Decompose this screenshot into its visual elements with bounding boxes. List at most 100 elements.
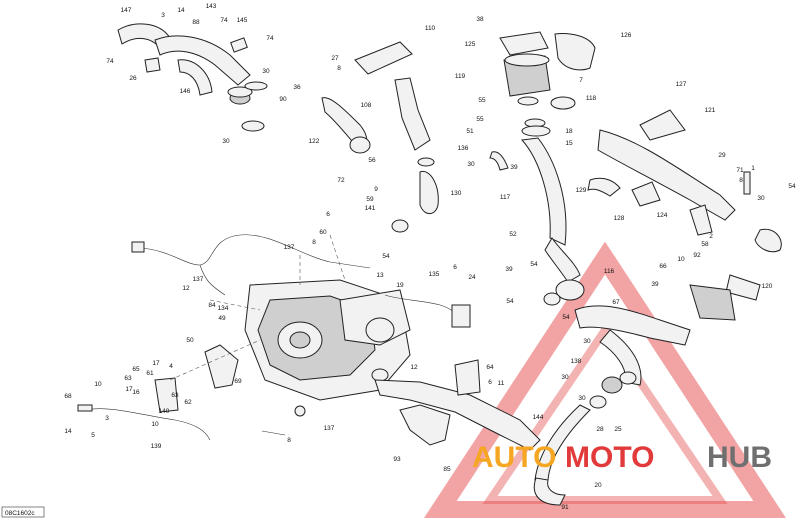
part-callout-116: 116 [604,268,615,275]
part-callout-119: 119 [455,73,466,80]
intake-duct-group [117,23,268,132]
part-callout-146: 146 [180,88,191,95]
watermark-text: AUTO MOTO HUB [472,441,772,474]
part-callout-59: 59 [366,196,374,203]
part-callout-17: 17 [152,360,160,367]
part-callout-64: 64 [486,364,494,371]
part-callout-8: 8 [739,177,743,184]
part-callout-29: 29 [718,152,726,159]
part-callout-39: 39 [651,281,659,288]
part-callout-30: 30 [561,374,569,381]
part-callout-6: 6 [326,211,330,218]
part-callout-136: 136 [458,145,469,152]
part-callout-28: 28 [596,426,604,433]
left-bracket-group [77,344,306,441]
part-callout-63: 63 [124,375,132,382]
part-callout-127: 127 [676,81,687,88]
air-filter-group [489,31,596,306]
part-callout-36: 36 [293,84,301,91]
part-callout-49: 49 [218,315,226,322]
part-callout-38: 38 [476,16,484,23]
reference-code-box: 08C1602c [1,506,45,518]
part-callout-121: 121 [705,107,716,114]
part-callout-74: 74 [220,17,228,24]
part-callout-72: 72 [337,177,345,184]
part-callout-110: 110 [425,25,436,32]
part-callout-139: 139 [151,443,162,450]
exhaust-manifold-group [587,109,782,321]
part-callout-54: 54 [382,253,390,260]
part-callout-144: 144 [533,414,544,421]
part-callout-10: 10 [151,421,159,428]
part-callout-137: 137 [284,244,295,251]
part-callout-60: 60 [319,229,327,236]
watermark-brand-moto: MOTO [565,441,654,474]
part-callout-12: 12 [182,285,190,292]
part-callout-108: 108 [361,102,372,109]
part-callout-54: 54 [562,314,570,321]
part-callout-129: 129 [576,187,587,194]
part-callout-17: 17 [125,386,133,393]
wire-harness [131,234,471,328]
part-callout-134: 134 [218,305,229,312]
part-callout-88: 88 [192,19,200,26]
part-callout-137: 137 [324,425,335,432]
part-callout-30: 30 [583,338,591,345]
exhaust-pipe-group [533,305,691,506]
part-callout-13: 13 [376,272,384,279]
watermark-logo [424,241,786,518]
part-callout-8: 8 [337,65,341,72]
part-callout-1: 1 [751,165,755,172]
part-callout-128: 128 [614,215,625,222]
part-callout-84: 84 [208,302,216,309]
part-callout-125: 125 [465,41,476,48]
part-callout-92: 92 [693,252,701,259]
part-callout-137: 137 [193,276,204,283]
part-callout-30: 30 [222,138,230,145]
part-callout-52: 52 [509,231,517,238]
part-callout-50: 50 [186,337,194,344]
part-callout-63: 63 [171,392,179,399]
part-callout-30: 30 [262,68,270,75]
part-callout-68: 68 [64,393,72,400]
watermark-brand-hub: HUB [707,441,772,474]
part-callout-6: 6 [488,379,492,386]
part-callout-58: 58 [701,241,709,248]
part-callout-19: 19 [396,282,404,289]
part-callout-74: 74 [106,58,114,65]
part-callout-11: 11 [498,380,505,387]
part-callout-4: 4 [169,363,173,370]
part-callout-27: 27 [331,55,339,62]
air-intake-group [321,41,439,233]
part-callout-20: 20 [594,482,602,489]
part-callout-51: 51 [466,128,474,135]
part-callout-55: 55 [478,97,486,104]
part-callout-93: 93 [393,456,401,463]
part-callout-147: 147 [121,7,132,14]
part-callout-39: 39 [510,164,518,171]
part-callout-62: 62 [184,399,192,406]
part-callout-69: 69 [234,378,242,385]
part-callout-138: 138 [571,358,582,365]
part-callout-140: 140 [159,408,170,415]
part-callout-30: 30 [757,195,765,202]
part-callout-39: 39 [505,266,513,273]
part-callout-3: 3 [161,12,165,19]
part-callout-3: 3 [105,415,109,422]
part-callout-120: 120 [762,283,773,290]
part-callout-10: 10 [94,381,102,388]
part-callout-117: 117 [500,194,511,201]
part-callout-14: 14 [64,428,72,435]
part-callout-12: 12 [410,364,418,371]
part-callout-124: 124 [657,212,668,219]
part-callout-6: 6 [453,264,457,271]
part-callout-10: 10 [677,256,685,263]
part-callout-56: 56 [368,157,376,164]
part-callout-8: 8 [287,437,291,444]
part-callout-7: 7 [579,77,583,84]
part-callout-5: 5 [91,432,95,439]
part-callout-145: 145 [237,17,248,24]
part-callout-135: 135 [429,271,440,278]
